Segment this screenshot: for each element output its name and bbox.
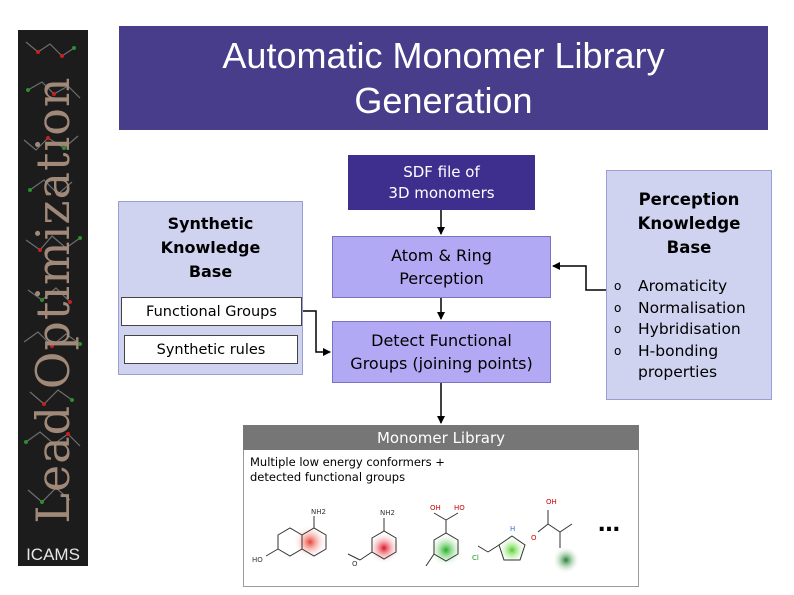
arrow-perception-to-atom [552, 262, 606, 291]
svg-text:H: H [510, 525, 515, 533]
svg-text:NH2: NH2 [380, 509, 395, 517]
svg-text:OH: OH [430, 504, 441, 512]
svg-text:HO: HO [454, 504, 465, 512]
monomer-4: H Cl [472, 525, 526, 564]
monomer-5: OH O [531, 498, 580, 574]
svg-text:O: O [352, 560, 358, 568]
svg-text:HO: HO [252, 556, 263, 564]
monomer-1: NH2 HO [252, 508, 327, 564]
more-monomers-ellipsis: … [598, 512, 622, 537]
perception-knowledge-base-box [606, 170, 772, 400]
svg-text:OH: OH [546, 498, 557, 506]
lead-optimization-banner: Lead Optimization ICAMS [18, 30, 88, 566]
bullet-icon: o [614, 343, 622, 358]
bullet-icon: o [614, 322, 622, 336]
sdf-input-box: SDF file of 3D monomers [348, 155, 535, 210]
molecule-pattern-background [23, 41, 82, 504]
bullet-icon: o [614, 300, 622, 315]
monomer-structures: NH2 HO NH2 O OH HO [252, 498, 580, 574]
organization-logo: ICAMS [26, 545, 80, 564]
arrow-synthetic-to-detect [303, 310, 331, 356]
monomer-3: OH HO [425, 504, 465, 567]
monomer-library-description: Multiple low energy conformers + detecte… [250, 455, 445, 484]
atom-ring-perception-box: Atom & Ring Perception [332, 236, 551, 298]
bullet-icon: o [614, 279, 622, 293]
functional-groups-box: Functional Groups [121, 297, 302, 326]
monomer-library-header: Monomer Library [243, 425, 639, 450]
synthetic-knowledge-base-title: Synthetic Knowledge Base [160, 214, 261, 281]
svg-text:NH2: NH2 [311, 508, 326, 516]
synthetic-rules-box: Synthetic rules [124, 335, 298, 364]
svg-text:Cl: Cl [472, 554, 479, 562]
monomer-2: NH2 O [347, 509, 400, 568]
svg-text:O: O [531, 534, 537, 542]
detect-functional-groups-box: Detect Functional Groups (joining points… [332, 321, 551, 383]
perception-knowledge-base-title: Perception Knowledge Base [637, 190, 741, 257]
title-bar: Automatic Monomer Library Generation [119, 26, 768, 130]
page-title: Automatic Monomer Library Generation [222, 35, 665, 121]
